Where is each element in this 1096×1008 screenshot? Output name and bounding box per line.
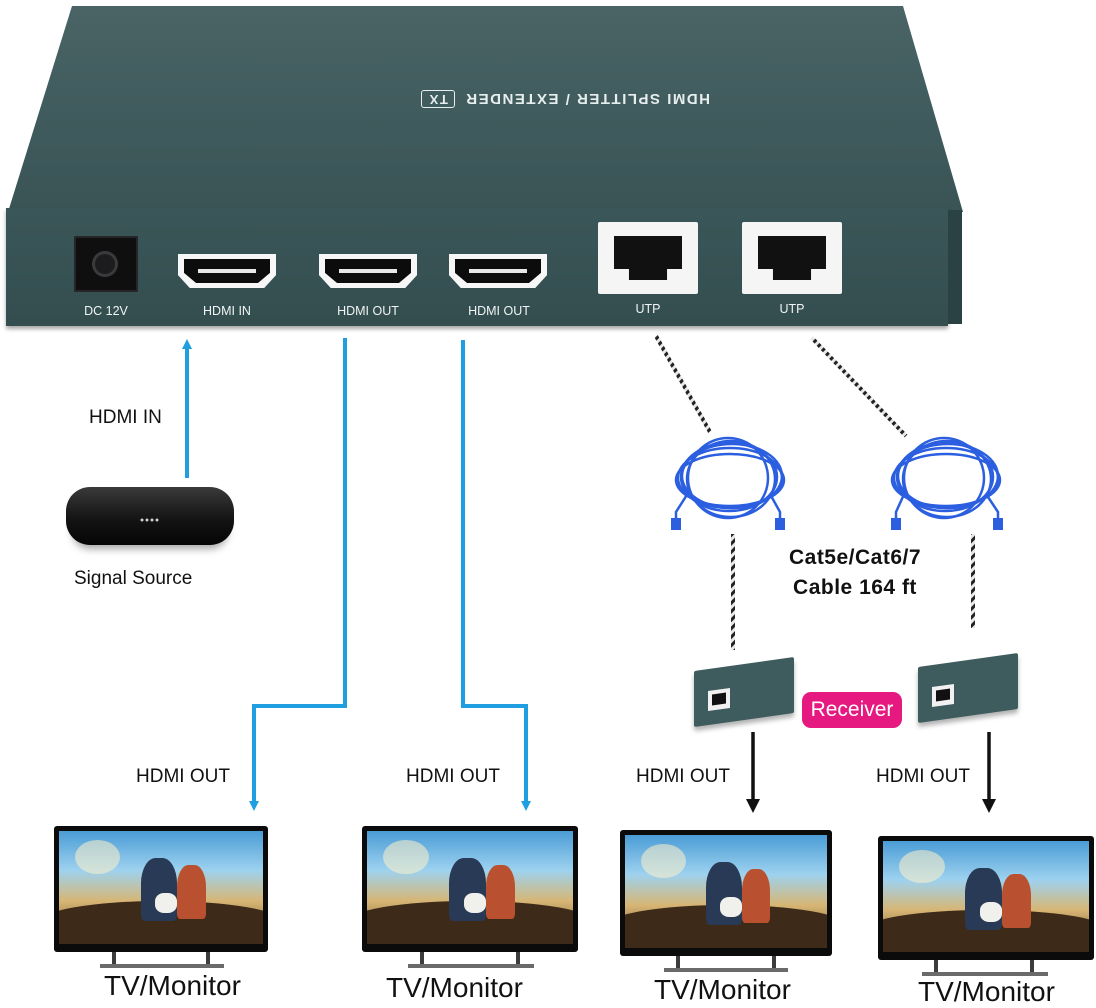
device-side — [948, 210, 962, 324]
hdmi-in-port — [178, 254, 276, 288]
hdmi-out-port-1 — [319, 254, 417, 288]
utp-cable-1-upper — [654, 335, 712, 433]
utp-port-1-label: UTP — [635, 302, 661, 316]
cable-spec-line2: Cable 164 ft — [793, 576, 917, 599]
output-3-label: HDMI OUT — [636, 766, 730, 787]
cable-coil-1 — [674, 436, 786, 526]
tv-monitor-2 — [362, 826, 578, 952]
tv-monitor-3 — [620, 830, 832, 956]
hdmi-out-port-2-label: HDMI OUT — [468, 304, 530, 318]
receiver-badge: Receiver — [802, 692, 902, 728]
tv-label-3: TV/Monitor — [654, 974, 791, 1005]
hdmi-out-port-2 — [449, 254, 547, 288]
tv-label-4: TV/Monitor — [918, 976, 1055, 1007]
utp-port-2 — [742, 222, 842, 294]
dc-port-label: DC 12V — [84, 304, 128, 318]
tv-label-2: TV/Monitor — [386, 972, 523, 1003]
output-2-label: HDMI OUT — [406, 766, 500, 787]
tv-stand-3 — [664, 968, 788, 972]
cable-spec-line1: Cat5e/Cat6/7 — [788, 546, 922, 569]
cable-coil-2 — [890, 436, 1002, 526]
tv-stand-4 — [922, 972, 1048, 976]
tv-monitor-1 — [54, 826, 268, 952]
hdmi-out-2-arrow — [461, 340, 531, 811]
utp-port-2-label: UTP — [779, 302, 805, 316]
stb-indicator-dots — [140, 518, 159, 522]
device-top-surface — [8, 6, 963, 212]
signal-source-label: Signal Source — [74, 568, 193, 589]
hdmi-in-port-label: HDMI IN — [203, 304, 251, 318]
tv-label-1: TV/Monitor — [104, 970, 241, 1001]
output-1-label: HDMI OUT — [136, 766, 230, 787]
utp-cable-2-upper — [810, 336, 908, 438]
hdmi-out-port-1-label: HDMI OUT — [337, 304, 399, 318]
tv-monitor-4 — [878, 836, 1094, 960]
cable-spec: Cat5e/Cat6/7 Cable 164 ft — [760, 543, 950, 603]
output-4-label: HDMI OUT — [876, 766, 970, 787]
hdmi-in-arrow-label: HDMI IN — [89, 407, 162, 428]
tv-stand-2 — [408, 964, 534, 968]
tv-stand-1 — [100, 964, 224, 968]
set-top-box — [66, 487, 234, 545]
hdmi-out-1-arrow — [249, 338, 347, 811]
dc-power-port — [74, 236, 138, 292]
utp-port-1 — [598, 222, 698, 294]
